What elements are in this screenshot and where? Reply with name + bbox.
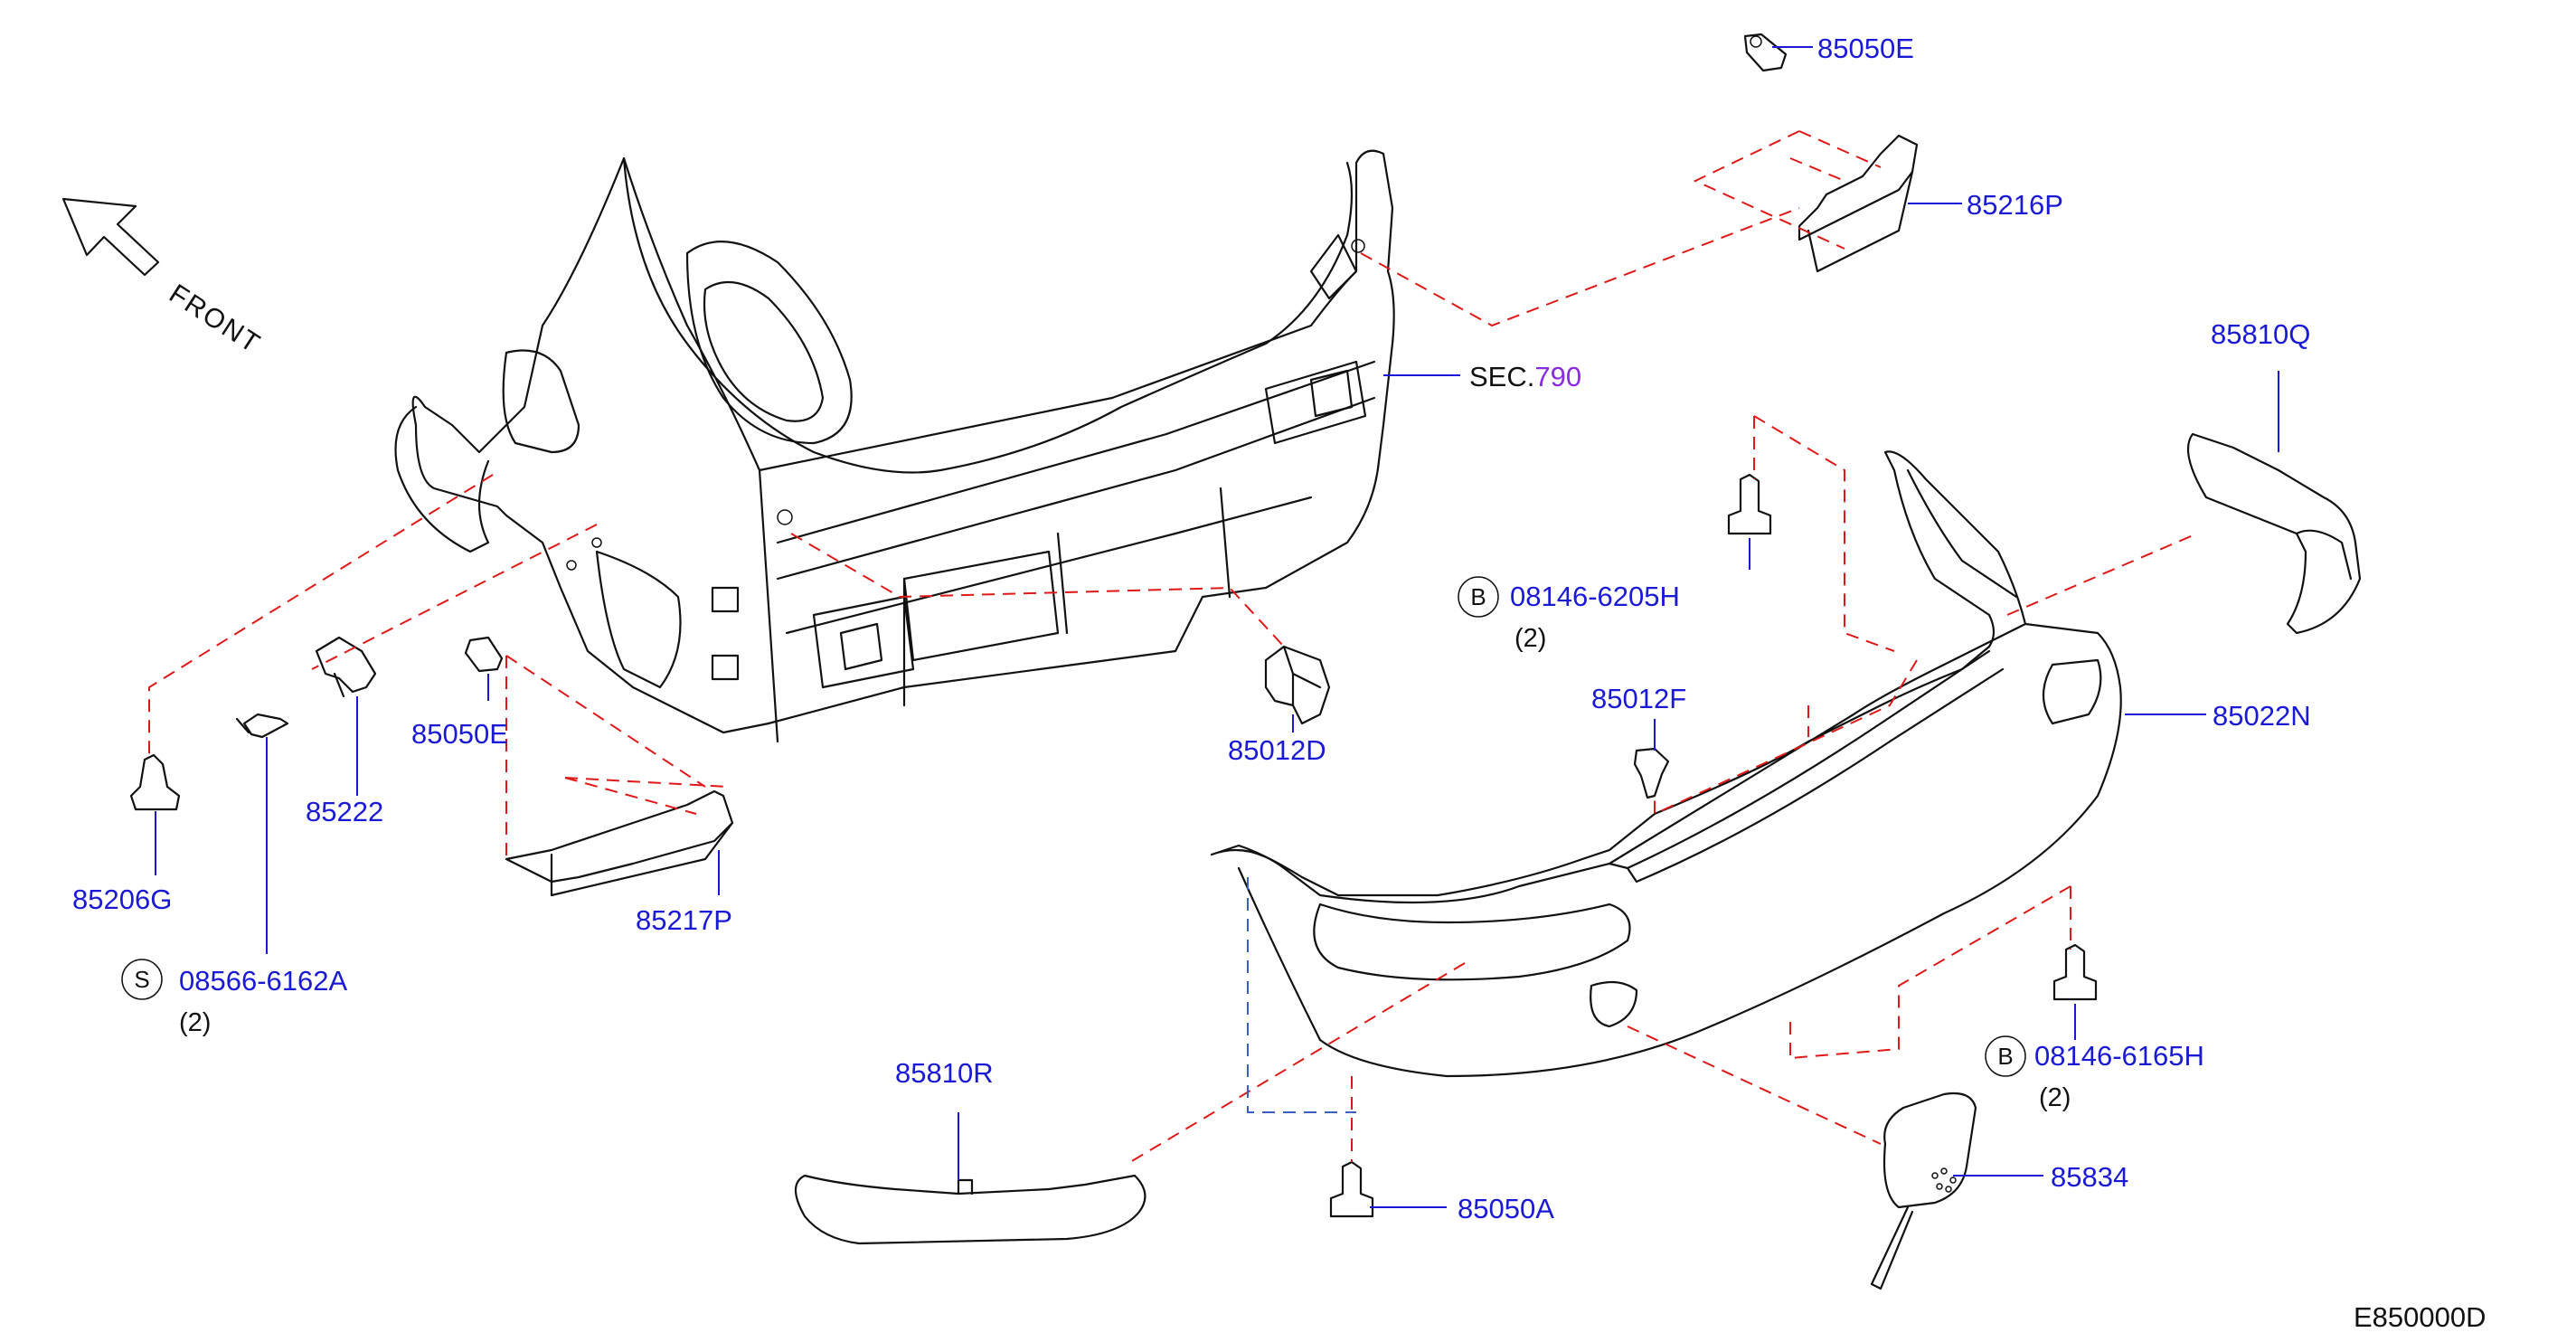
part-85012D-bracket[interactable] [1264,645,1331,725]
qty-6162A: (2) [179,1008,211,1037]
part-08146-6205H-bolt[interactable] [1727,473,1772,535]
section-number[interactable]: 790 [1534,361,1581,392]
diagram-code: E850000D [2354,1301,2486,1333]
svg-text:B: B [1997,1043,2013,1070]
qty-6205H: (2) [1514,624,1546,653]
dots-texture [1931,1167,1957,1193]
label-85012D[interactable]: 85012D [1228,734,1326,766]
section-prefix: SEC. [1469,361,1534,392]
svg-text:S: S [134,966,149,993]
label-85050E-top[interactable]: 85050E [1817,33,1914,64]
part-85050E-left-clip[interactable] [464,636,504,673]
part-85810R-reflector[interactable] [794,1174,1146,1245]
part-85810Q-reflector[interactable] [2186,432,2362,635]
part-85216P-bracket[interactable] [1798,134,1919,273]
label-85050A[interactable]: 85050A [1458,1193,1554,1224]
front-arrow-icon [61,197,160,277]
label-85022N[interactable]: 85022N [2213,700,2311,732]
qty-6165H: (2) [2039,1083,2071,1112]
part-85834-tow-cover[interactable] [1870,1092,1977,1290]
label-85222[interactable]: 85222 [306,796,383,827]
badge-s-left: S [121,959,163,1000]
badge-b-lower: B [1985,1035,2026,1077]
label-85012F[interactable]: 85012F [1591,683,1686,714]
label-08146-6165H[interactable]: 08146-6165H [2034,1040,2204,1072]
badge-b-upper: B [1458,576,1499,618]
label-85206G[interactable]: 85206G [72,884,172,915]
part-85222-bracket[interactable] [315,636,377,698]
part-85206G-clip[interactable] [129,753,181,811]
label-85050E-left[interactable]: 85050E [411,718,508,750]
part-85050A-bolt[interactable] [1329,1160,1374,1218]
rear-body-panel [394,149,1395,743]
part-85217P-bracket[interactable] [505,789,734,897]
front-label: FRONT [164,279,266,359]
part-85012F-clip[interactable] [1633,747,1670,799]
svg-text:B: B [1470,583,1486,610]
label-85216P[interactable]: 85216P [1967,189,2063,221]
label-85810Q[interactable]: 85810Q [2211,318,2310,350]
label-08146-6205H[interactable]: 08146-6205H [1510,581,1680,612]
part-85050E-top-clip[interactable] [1743,33,1788,72]
leader-lines [155,46,2279,1208]
label-85217P[interactable]: 85217P [636,904,732,936]
part-08566-6162A-screw[interactable] [235,713,289,739]
part-08146-6165H-bolt[interactable] [2052,943,2098,1001]
label-85834[interactable]: 85834 [2051,1161,2128,1193]
alignment-lines [148,130,2198,1163]
section-reference[interactable]: SEC.790 [1469,361,1581,392]
label-85810R[interactable]: 85810R [895,1057,994,1089]
part-85022N-bumper-fascia[interactable] [1210,450,2122,1078]
label-08566-6162A[interactable]: 08566-6162A [179,965,347,997]
